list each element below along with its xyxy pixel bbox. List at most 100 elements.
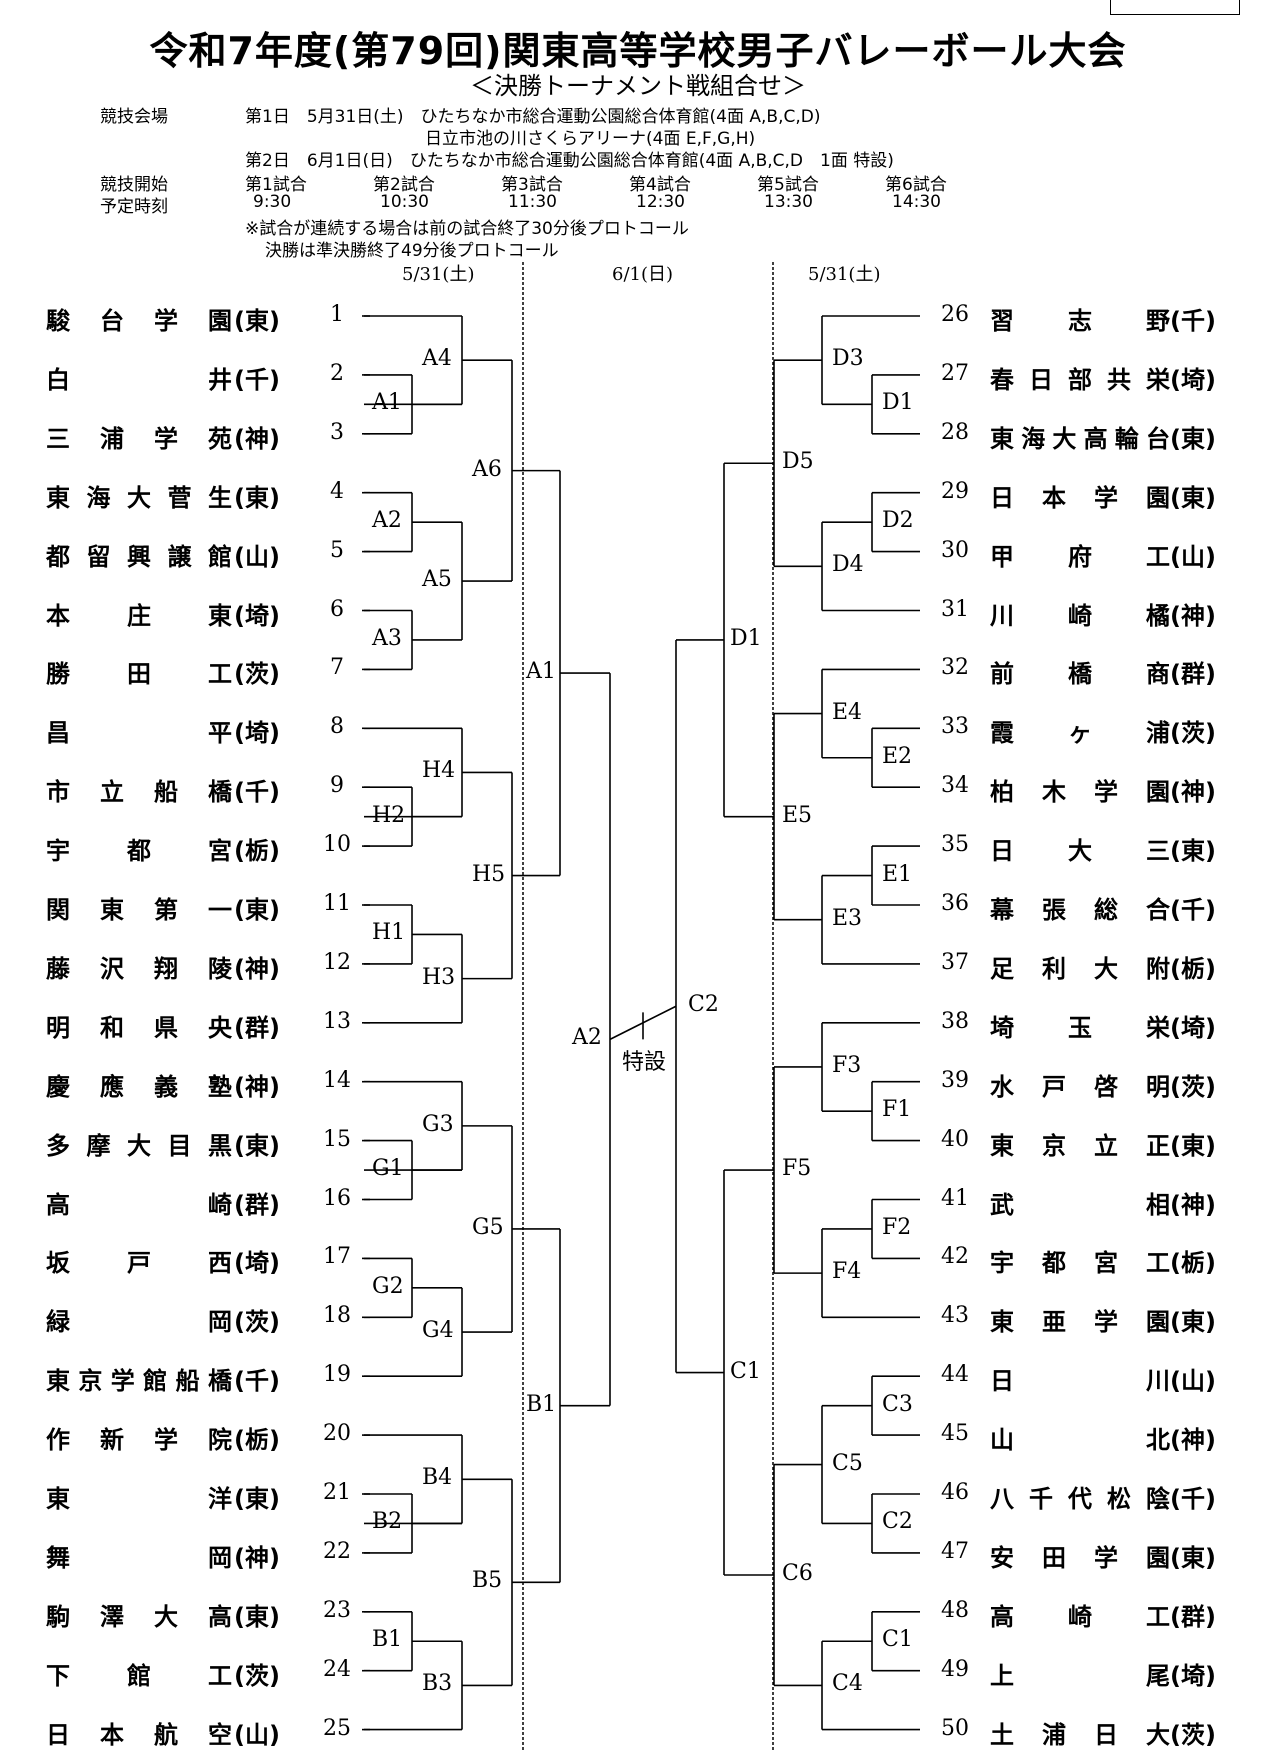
match-label-semi-d1: D1 (730, 625, 762, 651)
team-name: 甲府工 (990, 542, 1170, 571)
team-name: 幕張総合 (990, 896, 1170, 924)
match-label-semi-b1: B1 (526, 1391, 557, 1417)
corner-box (1110, 0, 1240, 15)
match-label-d1: D1 (882, 390, 914, 416)
team-seed: 27 (941, 360, 969, 386)
team-seed: 28 (941, 419, 969, 445)
team-seed: 47 (941, 1538, 969, 1564)
team-prefecture: (千) (234, 365, 280, 394)
team-seed: 44 (941, 1362, 969, 1388)
team-prefecture: (東) (1170, 1308, 1216, 1337)
team-seed: 26 (941, 302, 969, 327)
match-label-g1: G1 (372, 1156, 404, 1182)
team-seed: 11 (323, 891, 351, 916)
match-label-b5: B5 (472, 1568, 503, 1594)
date-right: 5/31(土) (808, 264, 881, 285)
match-label-g5: G5 (472, 1214, 504, 1240)
team-prefecture: (東) (234, 1602, 280, 1631)
team-name: 水戸啓明 (990, 1072, 1170, 1101)
team-name: 坂戸西 (46, 1249, 232, 1278)
match-label-b2: B2 (372, 1509, 403, 1535)
match-slot-2: 第2試合 (373, 175, 435, 195)
team-name: 高崎 (46, 1190, 232, 1219)
team-prefecture: (埼) (234, 719, 280, 748)
page-subtitle: ＜決勝トーナメント戦組合せ＞ (470, 72, 806, 100)
team-name: 勝田工 (46, 660, 232, 689)
match-slot-3: 第3試合 (501, 175, 563, 195)
date-center: 6/1(日) (612, 264, 674, 285)
match-label-c4: C4 (832, 1671, 863, 1697)
match-label-a3: A3 (372, 625, 402, 651)
team-seed: 34 (941, 773, 969, 799)
team-seed: 4 (330, 478, 344, 504)
match-label-f3: F3 (832, 1052, 862, 1078)
team-name: 駿台学園 (46, 307, 232, 335)
team-name: 日本学園 (990, 483, 1170, 512)
team-prefecture: (神) (234, 424, 280, 453)
team-name: 習志野 (990, 307, 1170, 335)
match-label-a1: A1 (372, 390, 402, 416)
match-label-c2: C2 (882, 1509, 913, 1535)
team-prefecture: (茨) (234, 1661, 280, 1690)
team-seed: 7 (330, 655, 344, 681)
team-prefecture: (東) (1170, 1131, 1216, 1160)
team-seed: 6 (330, 596, 344, 622)
team-seed: 49 (941, 1656, 969, 1682)
date-left: 5/31(土) (402, 264, 475, 285)
venue-label: 競技会場 (100, 107, 168, 127)
match-label-c6: C6 (782, 1560, 813, 1586)
team-name: 上尾 (990, 1661, 1170, 1690)
team-name: 東亜学園 (990, 1308, 1170, 1337)
match-label-semi-c1: C1 (730, 1358, 761, 1384)
team-name: 藤沢翔陵 (46, 954, 232, 983)
match-label-d3: D3 (832, 346, 864, 372)
team-prefecture: (埼) (1170, 1661, 1216, 1690)
match-label-c5: C5 (832, 1450, 863, 1476)
match-slot-4: 第4試合 (629, 175, 691, 195)
team-prefecture: (埼) (234, 1249, 280, 1278)
team-prefecture: (山) (234, 1720, 280, 1749)
team-prefecture: (神) (234, 1543, 280, 1572)
time-slot-3: 11:30 (508, 192, 557, 212)
team-prefecture: (東) (1170, 424, 1216, 453)
team-seed: 22 (323, 1538, 351, 1564)
team-seed: 39 (941, 1067, 969, 1093)
match-label-a5: A5 (422, 567, 452, 593)
team-prefecture: (埼) (1170, 1013, 1216, 1042)
team-prefecture: (神) (234, 954, 280, 983)
start-label: 競技開始 (100, 175, 168, 195)
team-seed: 21 (323, 1480, 351, 1505)
team-seed: 3 (330, 419, 344, 445)
team-name: 柏木学園 (990, 778, 1170, 807)
match-label-b1: B1 (372, 1627, 403, 1653)
match-slot-1: 第1試合 (245, 175, 307, 195)
team-name: 足利大附 (990, 954, 1170, 983)
team-name: 三浦学苑 (46, 424, 232, 453)
team-seed: 33 (941, 714, 969, 740)
team-prefecture: (茨) (234, 1308, 280, 1337)
match-label-g2: G2 (372, 1273, 404, 1299)
team-seed: 5 (330, 537, 344, 563)
team-prefecture: (千) (1170, 307, 1216, 335)
team-prefecture: (千) (234, 778, 280, 807)
team-name: 駒澤大高 (46, 1602, 232, 1631)
team-name: 川崎橘 (990, 601, 1170, 630)
team-name: 多摩大目黒 (46, 1131, 232, 1160)
team-name: 東京学館船橋 (46, 1367, 232, 1396)
team-name: 東海大高輪台 (990, 424, 1170, 453)
team-prefecture: (東) (234, 307, 280, 335)
team-prefecture: (神) (1170, 601, 1216, 630)
team-seed: 32 (941, 655, 969, 681)
team-prefecture: (山) (1170, 542, 1216, 571)
team-prefecture: (千) (234, 1367, 280, 1396)
match-label-h4: H4 (422, 758, 456, 784)
match-label-a6: A6 (472, 456, 502, 482)
team-seed: 14 (323, 1067, 351, 1093)
team-prefecture: (茨) (234, 660, 280, 689)
team-seed: 35 (941, 832, 969, 858)
team-seed: 1 (330, 302, 344, 327)
final-court-label: 特設 (622, 1050, 667, 1076)
team-name: 昌平 (46, 719, 232, 748)
match-label-e3: E3 (832, 905, 863, 931)
